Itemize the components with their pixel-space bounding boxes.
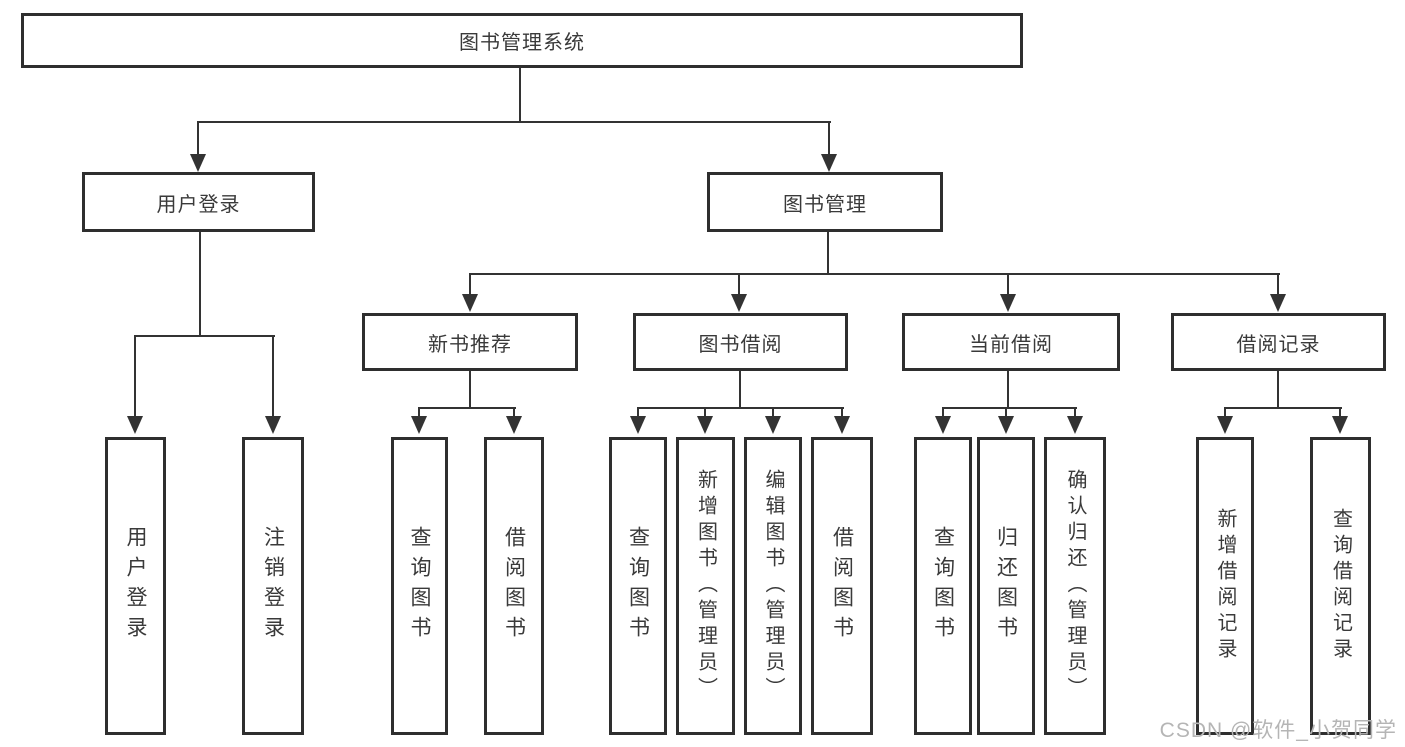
connector-line [942, 407, 1077, 409]
node-leaf-user-login: 用户登录 [105, 437, 166, 735]
arrow-down-icon [630, 407, 646, 434]
connector-line [469, 273, 1280, 275]
arrow-down-icon [1217, 407, 1233, 434]
arrow-down-icon [1332, 407, 1348, 434]
node-leaf-query-books: 查询图书 [391, 437, 448, 735]
arrow-down-icon [1067, 407, 1083, 434]
connector-line [739, 371, 741, 407]
connector-line [519, 68, 521, 121]
node-leaf-query-books: 查询图书 [609, 437, 667, 735]
connector-line [827, 232, 829, 273]
node-leaf-borrow-books: 借阅图书 [484, 437, 544, 735]
arrow-down-icon [506, 407, 522, 434]
connector-line [637, 407, 844, 409]
arrow-down-icon [265, 335, 281, 434]
node-new-book-recommend: 新书推荐 [362, 313, 578, 371]
arrow-down-icon [190, 121, 206, 172]
arrow-down-icon [1270, 273, 1286, 312]
arrow-down-icon [462, 273, 478, 312]
node-borrow-records: 借阅记录 [1171, 313, 1386, 371]
connector-line [1224, 407, 1342, 409]
node-book-management: 图书管理 [707, 172, 943, 232]
connector-line [418, 407, 516, 409]
arrow-down-icon [1000, 273, 1016, 312]
connector-line [199, 232, 201, 335]
node-leaf-return-books: 归还图书 [977, 437, 1035, 735]
connector-line [1277, 371, 1279, 407]
node-leaf-borrow-books: 借阅图书 [811, 437, 873, 735]
connector-line [469, 371, 471, 407]
arrow-down-icon [935, 407, 951, 434]
arrow-down-icon [411, 407, 427, 434]
arrow-down-icon [731, 273, 747, 312]
node-leaf-add-books-admin: 新增图书（管理员） [676, 437, 735, 735]
connector-line [197, 121, 831, 123]
node-book-borrowing: 图书借阅 [633, 313, 848, 371]
node-current-borrowing: 当前借阅 [902, 313, 1120, 371]
connector-line [134, 335, 275, 337]
node-user-login: 用户登录 [82, 172, 315, 232]
arrow-down-icon [998, 407, 1014, 434]
node-leaf-query-books: 查询图书 [914, 437, 972, 735]
arrow-down-icon [127, 335, 143, 434]
node-leaf-add-borrow-record: 新增借阅记录 [1196, 437, 1254, 735]
node-leaf-edit-books-admin: 编辑图书（管理员） [744, 437, 802, 735]
node-leaf-logout: 注销登录 [242, 437, 304, 735]
arrow-down-icon [697, 407, 713, 434]
connector-line [1007, 371, 1009, 407]
csdn-watermark: CSDN @软件_小贺同学 [1159, 719, 1397, 742]
arrow-down-icon [834, 407, 850, 434]
node-leaf-confirm-return-admin: 确认归还（管理员） [1044, 437, 1106, 735]
arrow-down-icon [821, 121, 837, 172]
arrow-down-icon [765, 407, 781, 434]
node-leaf-query-borrow-record: 查询借阅记录 [1310, 437, 1371, 735]
node-library-system: 图书管理系统 [21, 13, 1023, 68]
